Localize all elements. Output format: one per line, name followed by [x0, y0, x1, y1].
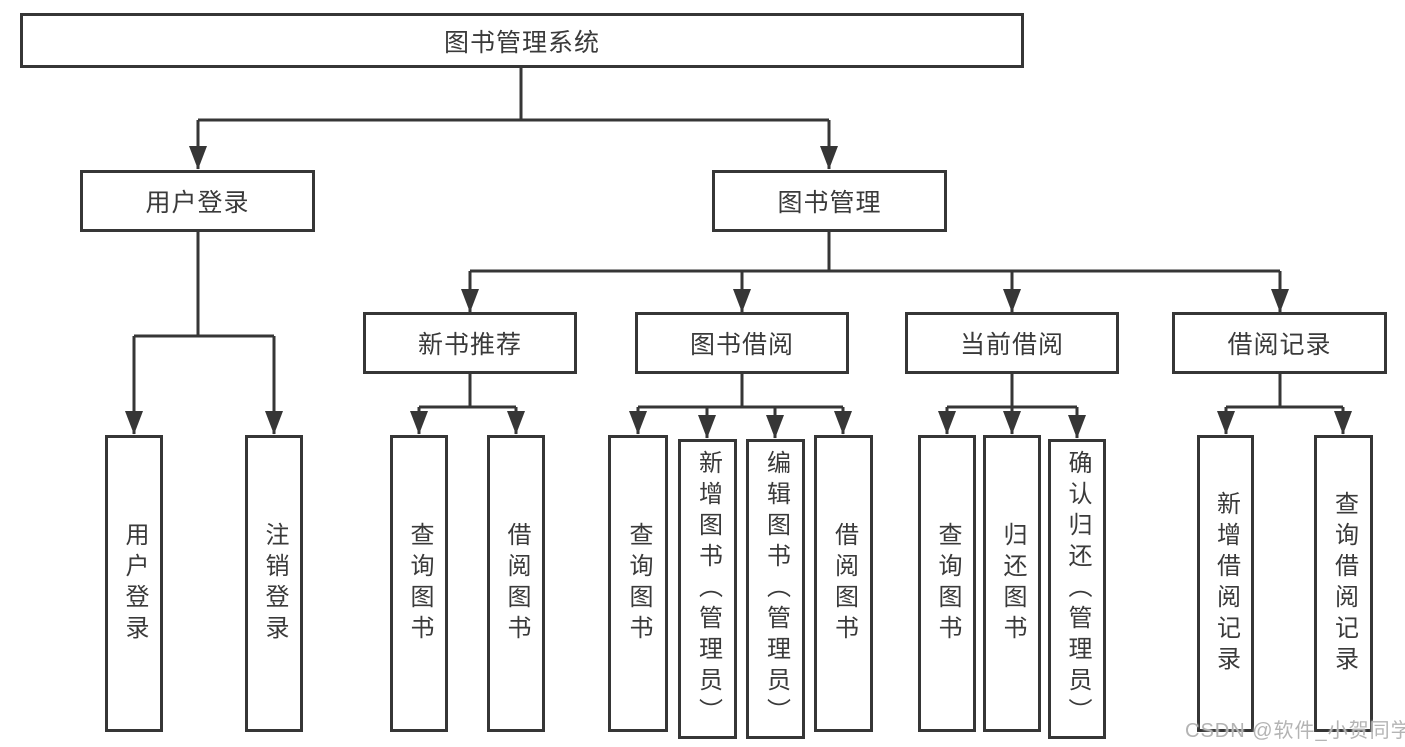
leaf-borrow-edit-books-admin-label: 编辑图书（管理员）	[762, 449, 790, 729]
node-book-borrow: 图书借阅	[635, 312, 849, 374]
leaf-current-confirm-return-admin: 确认归还（管理员）	[1048, 439, 1106, 739]
leaf-borrow-borrow-books: 借阅图书	[814, 435, 873, 732]
leaf-records-add-record: 新增借阅记录	[1197, 435, 1254, 732]
node-user-login-label: 用户登录	[145, 189, 250, 217]
leaf-records-query-record: 查询借阅记录	[1314, 435, 1373, 732]
leaf-borrow-query-books: 查询图书	[608, 435, 668, 732]
leaf-user-login-label: 用户登录	[121, 521, 148, 646]
leaf-logout: 注销登录	[245, 435, 303, 732]
node-current-borrow-label: 当前借阅	[959, 331, 1064, 359]
leaf-borrow-edit-books-admin: 编辑图书（管理员）	[746, 439, 805, 739]
leaf-recommend-query-books: 查询图书	[390, 435, 448, 732]
leaf-current-query-books: 查询图书	[918, 435, 976, 732]
leaf-borrow-add-books-admin: 新增图书（管理员）	[678, 439, 737, 739]
leaf-current-return-books: 归还图书	[983, 435, 1041, 732]
leaf-current-query-books-label: 查询图书	[934, 521, 961, 646]
node-book-management-label: 图书管理	[777, 189, 882, 217]
leaf-user-login: 用户登录	[105, 435, 163, 732]
node-book-management: 图书管理	[712, 170, 947, 232]
leaf-records-query-record-label: 查询借阅记录	[1330, 490, 1358, 677]
leaf-borrow-borrow-books-label: 借阅图书	[830, 521, 858, 646]
node-book-borrow-label: 图书借阅	[689, 331, 794, 359]
leaf-recommend-borrow-books: 借阅图书	[487, 435, 545, 732]
leaf-recommend-borrow-books-label: 借阅图书	[503, 521, 530, 646]
node-borrow-records: 借阅记录	[1172, 312, 1387, 374]
node-root-label: 图书管理系统	[443, 28, 600, 57]
leaf-current-return-books-label: 归还图书	[999, 521, 1026, 646]
leaf-records-add-record-label: 新增借阅记录	[1212, 490, 1240, 677]
leaf-recommend-query-books-label: 查询图书	[406, 521, 433, 646]
leaf-current-confirm-return-admin-label: 确认归还（管理员）	[1064, 449, 1091, 729]
node-new-book-recommend-label: 新书推荐	[417, 331, 522, 359]
leaf-borrow-query-books-label: 查询图书	[625, 521, 652, 646]
node-user-login: 用户登录	[80, 170, 315, 232]
node-borrow-records-label: 借阅记录	[1227, 331, 1332, 359]
leaf-logout-label: 注销登录	[261, 521, 288, 646]
csdn-watermark: CSDN @软件_小贺同学	[1185, 720, 1405, 742]
node-current-borrow: 当前借阅	[905, 312, 1119, 374]
node-root-system: 图书管理系统	[20, 13, 1024, 68]
leaf-borrow-add-books-admin-label: 新增图书（管理员）	[694, 449, 722, 729]
node-new-book-recommend: 新书推荐	[363, 312, 577, 374]
